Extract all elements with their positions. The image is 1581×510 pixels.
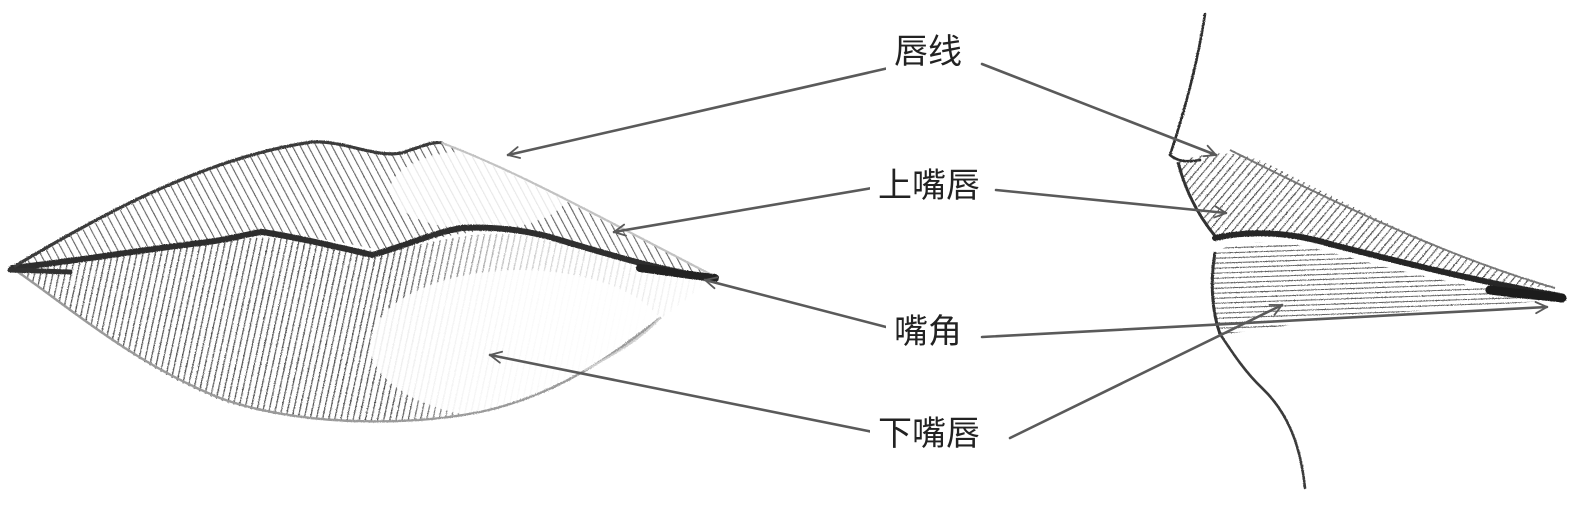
arrow-upper-lip-front	[612, 185, 880, 237]
front-upper-lip-outline-light	[440, 141, 714, 277]
label-lower-lip: 下嘴唇	[870, 414, 988, 454]
arrow-lower-lip-side	[1008, 303, 1284, 440]
arrow-lower-lip-front	[488, 350, 880, 435]
front-upper-lip-outline	[13, 140, 444, 268]
side-chin-line	[1218, 332, 1307, 490]
arrow-upper-lip-side	[994, 188, 1228, 219]
front-lower-lip-shading	[15, 233, 712, 422]
arrow-mouth-corner-side	[980, 301, 1549, 339]
side-view-lips	[1168, 12, 1567, 490]
side-upper-lip-shading	[1178, 153, 1555, 288]
front-lip-line	[9, 224, 715, 281]
front-lower-lip-outline-light	[584, 317, 661, 371]
leader-arrows	[488, 62, 1549, 440]
front-upper-lip-shading	[15, 141, 712, 275]
label-upper-lip: 上嘴唇	[870, 166, 988, 206]
side-lip-line	[1212, 230, 1563, 299]
label-mouth-corner: 嘴角	[886, 312, 970, 352]
label-lip-line: 唇线	[886, 32, 970, 72]
side-lower-lip-shading	[1213, 242, 1555, 334]
front-view-lips	[7, 140, 719, 423]
arrow-lip-line-side	[980, 62, 1218, 158]
arrow-lip-line-front	[506, 65, 895, 159]
side-mouth-corner	[1485, 285, 1567, 303]
arrow-mouth-corner-front	[703, 276, 892, 330]
